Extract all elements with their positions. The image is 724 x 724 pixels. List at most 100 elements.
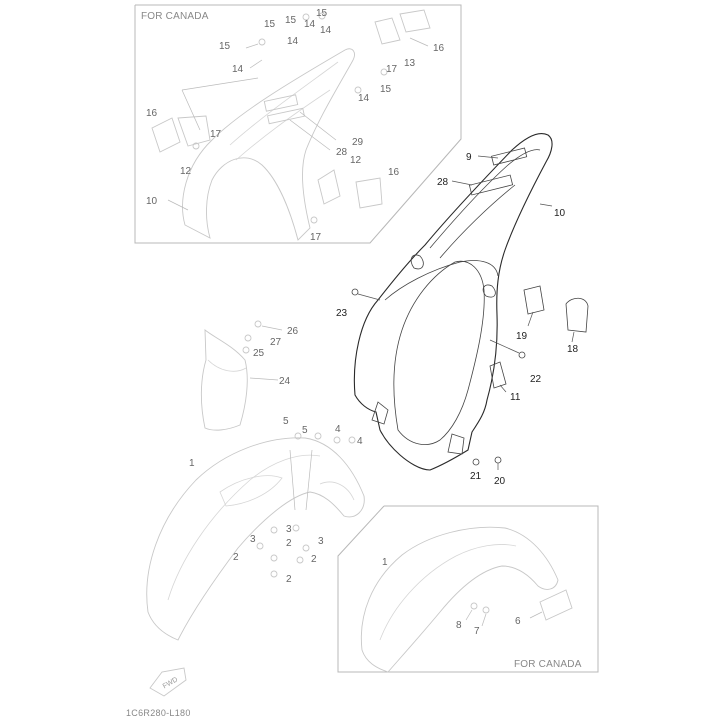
front-fender-assembly: 5 5 4 4 1 3 3 3 2 2 2 2 [146, 416, 365, 641]
callout-2: 2 [286, 574, 292, 585]
callout-15: 15 [264, 19, 276, 30]
bolt-2d [270, 570, 278, 578]
callout-20: 20 [494, 476, 506, 487]
callout-3: 3 [250, 534, 256, 545]
callout-1: 1 [382, 557, 388, 568]
nut-25 [242, 346, 250, 354]
rear-fender-tab-left [371, 401, 389, 425]
bolt-20 [494, 456, 502, 470]
collar-5b [314, 432, 322, 440]
top-inset-label: FOR CANADA [141, 11, 209, 22]
fwd-arrow-icon [149, 667, 187, 697]
top-inset-bolt-1 [258, 38, 266, 46]
callout-15: 15 [285, 15, 297, 26]
callout-2: 2 [311, 554, 317, 565]
bolt-22 [489, 339, 526, 359]
callout-21: 21 [470, 471, 482, 482]
callout-5: 5 [302, 425, 308, 436]
callout-15: 15 [219, 41, 231, 52]
callout-2: 2 [286, 538, 292, 549]
callout-15: 15 [316, 8, 328, 19]
collar-5 [294, 432, 302, 440]
rear-fender-decal-28 [468, 174, 514, 196]
callout-11: 11 [510, 392, 521, 403]
callout-14: 14 [287, 36, 299, 47]
callout-16: 16 [146, 108, 158, 119]
front-fender-1 [146, 437, 365, 641]
callout-5: 5 [283, 416, 289, 427]
reflector-bracket-19 [523, 285, 545, 315]
callout-12: 12 [350, 155, 362, 166]
top-inset-nut-2 [310, 216, 318, 224]
top-inset-bolt-5 [380, 68, 388, 76]
top-inset-decal-strip [263, 94, 299, 112]
bracket-11 [489, 361, 507, 389]
top-inset-decal-strip-2 [267, 107, 305, 125]
diagram-code: 1C6R280-L180 [126, 708, 191, 718]
callout-2: 2 [233, 552, 239, 563]
reflector-18 [565, 297, 589, 333]
callout-27: 27 [270, 337, 282, 348]
callout-19: 19 [516, 331, 528, 342]
bolt-2 [256, 542, 264, 550]
rear-fender-hole-left [410, 254, 424, 270]
top-inset-fender-rib [229, 61, 339, 161]
fwd-label: FWD [162, 676, 179, 690]
washer-27 [244, 334, 252, 342]
callout-26: 26 [287, 326, 299, 337]
top-inset-reflector [399, 9, 431, 33]
front-fender-vent [219, 475, 283, 507]
bolt-26 [254, 320, 262, 328]
collar-3b [292, 524, 300, 532]
callout-23: 23 [336, 308, 348, 319]
callout-13: 13 [404, 58, 416, 69]
callout-17: 17 [386, 64, 398, 75]
callout-17: 17 [210, 129, 222, 140]
rear-fender-arch [384, 260, 499, 301]
top-inset-bracket-right [317, 169, 341, 205]
bottom-inset-bolt-8 [470, 602, 478, 610]
bolt-21 [472, 458, 480, 466]
bottom-inset-label: FOR CANADA [514, 659, 582, 670]
bottom-inset-fender [360, 526, 559, 673]
callout-12: 12 [180, 166, 192, 177]
collar-3 [270, 526, 278, 534]
top-inset-reflector-left [151, 117, 181, 153]
callout-29: 29 [352, 137, 364, 148]
callout-1: 1 [189, 458, 195, 469]
collar-3c [302, 544, 310, 552]
callout-10: 10 [554, 208, 566, 219]
grommet-4b [348, 436, 356, 444]
callout-28: 28 [336, 147, 348, 158]
top-inset-bolt-2 [302, 13, 310, 21]
callout-15: 15 [380, 84, 392, 95]
rear-fender-outline [353, 132, 553, 471]
callout-24: 24 [279, 376, 291, 387]
fwd-arrow: FWD [149, 667, 187, 697]
rear-fender-assembly: 9 28 10 23 19 18 22 11 21 20 [336, 132, 589, 487]
callout-3: 3 [286, 524, 292, 535]
mud-flap-24 [200, 329, 248, 431]
rear-fender-inner [393, 260, 485, 445]
callout-14: 14 [320, 25, 332, 36]
callout-8: 8 [456, 620, 462, 631]
bottom-inset-frame [337, 505, 599, 673]
bottom-inset-reflector-6 [539, 589, 573, 621]
callout-16: 16 [433, 43, 445, 54]
rear-fender-tab-right [447, 433, 465, 455]
callout-14: 14 [232, 64, 244, 75]
top-inset-nut-1 [192, 142, 200, 150]
bolt-2c [296, 556, 304, 564]
callout-4: 4 [335, 424, 341, 435]
top-inset-reflector-bracket [374, 17, 401, 45]
callout-14: 14 [358, 93, 370, 104]
rear-fender-ridge [429, 149, 541, 259]
rear-fender-hole-right [482, 284, 496, 298]
bottom-inset-nut-7 [482, 606, 490, 614]
callout-7: 7 [474, 626, 480, 637]
rear-fender-decal-9 [491, 147, 528, 166]
bottom-inset: FOR CANADA 1 8 7 6 [337, 505, 599, 673]
callout-25: 25 [253, 348, 265, 359]
grommet-4 [333, 436, 341, 444]
